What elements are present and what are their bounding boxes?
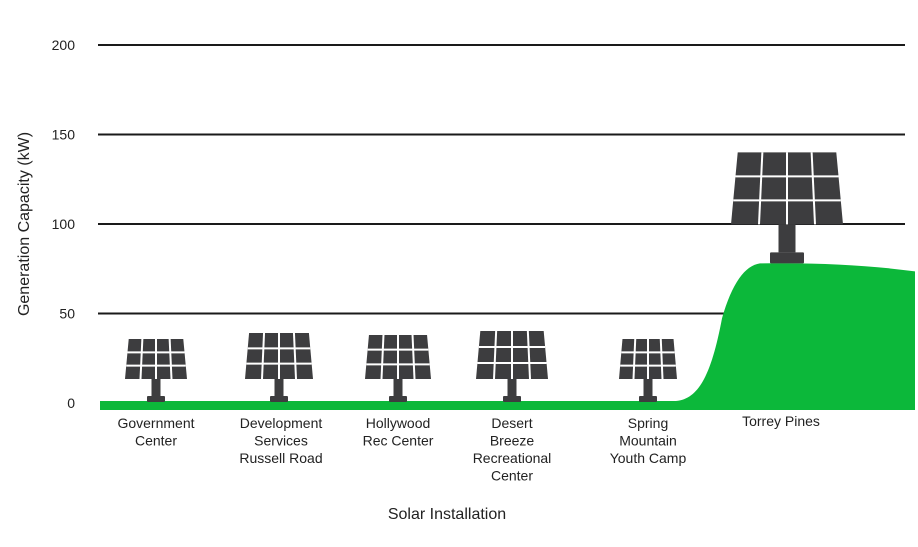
category-label-line: Development bbox=[240, 415, 323, 431]
panel-cell-line bbox=[168, 338, 173, 380]
y-tick-label: 0 bbox=[67, 395, 75, 411]
x-axis-title: Solar Installation bbox=[388, 506, 506, 523]
capacity-area bbox=[100, 263, 915, 410]
panel-pole bbox=[778, 224, 796, 253]
solar-panel-icon bbox=[125, 338, 187, 402]
y-tick-label: 200 bbox=[52, 37, 76, 53]
panel-cell-line bbox=[632, 338, 637, 380]
area-fill bbox=[100, 263, 915, 410]
category-label-line: Recreational bbox=[473, 450, 552, 466]
category-label-line: Spring bbox=[628, 415, 668, 431]
category-label: Torrey Pines bbox=[742, 413, 820, 429]
category-label-line: Hollywood bbox=[366, 415, 431, 431]
category-label-line: Youth Camp bbox=[610, 450, 687, 466]
category-label-line: Russell Road bbox=[239, 450, 322, 466]
panel-cell-line bbox=[380, 334, 385, 380]
category-label-line: Government bbox=[117, 415, 194, 431]
solar-panel-icons bbox=[125, 152, 843, 402]
panel-pole bbox=[507, 379, 517, 396]
panel-cell-line bbox=[411, 334, 416, 380]
solar-panel-icon bbox=[619, 338, 677, 402]
panel-base bbox=[270, 396, 288, 402]
panel-cell-line bbox=[261, 332, 266, 380]
category-label-line: Center bbox=[135, 433, 177, 449]
y-tick-label: 150 bbox=[52, 127, 76, 143]
panel-base bbox=[147, 396, 165, 402]
panel-pole bbox=[274, 379, 284, 396]
category-label-line: Services bbox=[254, 433, 308, 449]
category-label-line: Center bbox=[491, 468, 533, 484]
panel-pole bbox=[151, 379, 161, 396]
y-axis-title: Generation Capacity (kW) bbox=[16, 132, 33, 316]
solar-panel-icon bbox=[731, 152, 843, 264]
panel-base bbox=[770, 252, 804, 264]
panel-base bbox=[389, 396, 407, 402]
category-label-line: Torrey Pines bbox=[742, 413, 820, 429]
panel-cell-line bbox=[139, 338, 144, 380]
panel-pole bbox=[643, 379, 653, 396]
y-tick-label: 100 bbox=[52, 216, 76, 232]
panel-pole bbox=[393, 379, 403, 396]
y-tick-label: 50 bbox=[59, 306, 75, 322]
panel-cell-line bbox=[292, 332, 297, 380]
panel-cell-line bbox=[493, 330, 498, 380]
panel-cell-line bbox=[526, 330, 531, 380]
category-label-line: Mountain bbox=[619, 433, 677, 449]
category-label-line: Desert bbox=[491, 415, 532, 431]
panel-cell-line bbox=[810, 152, 816, 225]
solar-panel-icon bbox=[476, 330, 548, 402]
category-label-line: Breeze bbox=[490, 433, 535, 449]
panel-base bbox=[503, 396, 521, 402]
panel-cell-line bbox=[659, 338, 664, 380]
y-tick-labels: 0 50 100 150 200 bbox=[52, 37, 76, 411]
panel-base bbox=[639, 396, 657, 402]
solar-panel-icon bbox=[245, 332, 313, 402]
panel-cell-line bbox=[758, 152, 764, 225]
solar-panel-icon bbox=[365, 334, 431, 402]
category-label-line: Rec Center bbox=[363, 433, 434, 449]
